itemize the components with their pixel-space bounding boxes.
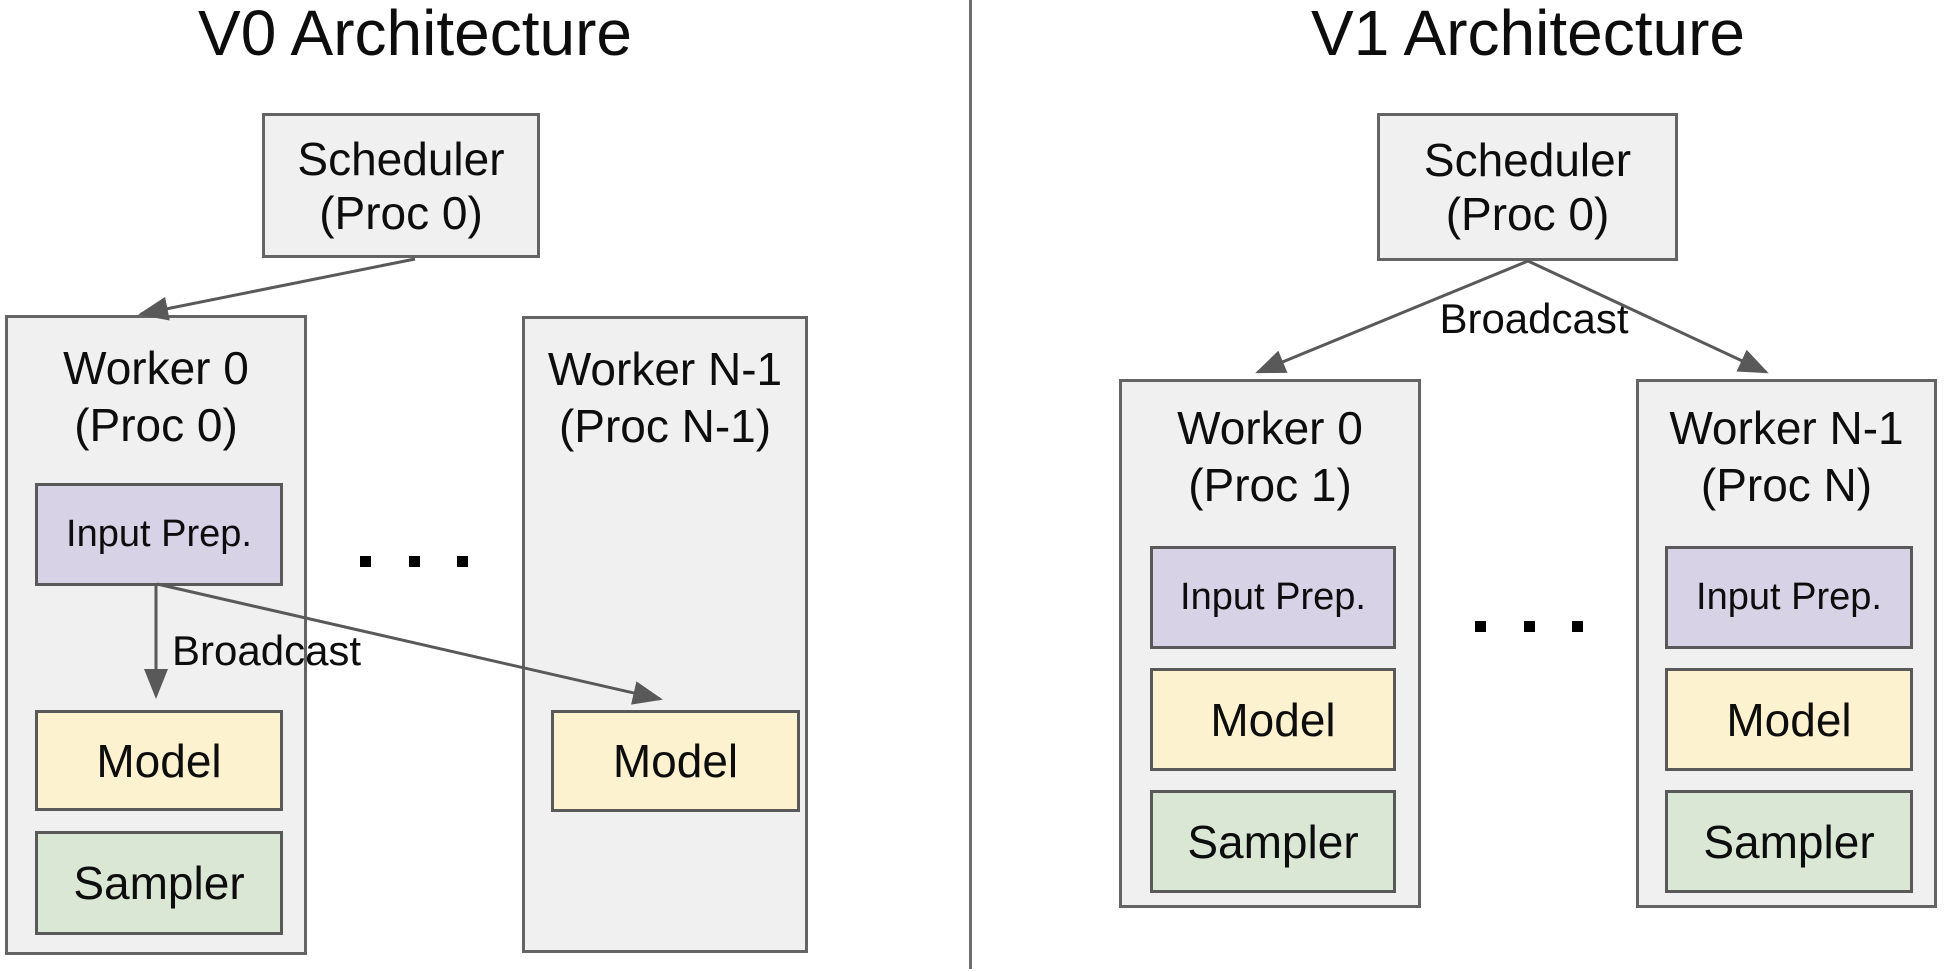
v1-workerN-input-prep-box: Input Prep. — [1665, 546, 1913, 649]
v1-worker0-title: Worker 0 (Proc 1) — [1122, 400, 1418, 514]
v1-worker0-sampler-box: Sampler — [1150, 790, 1396, 893]
v1-worker0-model-box: Model — [1150, 668, 1396, 771]
v1-scheduler-label: Scheduler — [1423, 134, 1632, 186]
v1-worker0-input-prep-box: Input Prep. — [1150, 546, 1396, 649]
v0-scheduler-label: Scheduler — [297, 132, 505, 185]
v0-worker0-model-box: Model — [35, 710, 283, 811]
v1-workerN-model-box: Model — [1665, 668, 1913, 771]
v0-worker0-input-prep-label: Input Prep. — [66, 513, 252, 555]
panel-divider — [969, 0, 972, 969]
v0-worker0-proc: (Proc 0) — [74, 399, 238, 451]
v0-broadcast-label: Broadcast — [172, 627, 362, 674]
v0-title: V0 Architecture — [198, 0, 632, 69]
v1-broadcast-label: Broadcast — [1439, 295, 1629, 342]
v0-arrow-scheduler-to-worker0 — [138, 257, 416, 321]
v0-worker0-sampler-box: Sampler — [35, 831, 283, 935]
dot-icon — [1572, 620, 1583, 632]
v1-workerN-input-prep-label: Input Prep. — [1696, 576, 1882, 618]
v1-worker0-model-label: Model — [1210, 693, 1336, 746]
v1-workerN-sampler-label: Sampler — [1703, 815, 1875, 868]
dot-icon — [457, 555, 468, 567]
v1-ellipsis-icon — [1475, 615, 1583, 637]
v0-workerN-box: Worker N-1 (Proc N-1) Model — [522, 316, 808, 953]
v1-workerN-sampler-box: Sampler — [1665, 790, 1913, 893]
v0-worker0-name: Worker 0 — [63, 342, 249, 394]
v1-workerN-proc: (Proc N) — [1700, 459, 1873, 511]
v1-worker0-input-prep-label: Input Prep. — [1180, 576, 1366, 618]
v0-workerN-name: Worker N-1 — [547, 343, 783, 395]
v1-workerN-box: Worker N-1 (Proc N) Input Prep. Model Sa… — [1636, 379, 1937, 908]
v1-scheduler-box: Scheduler (Proc 0) — [1377, 113, 1678, 261]
v1-workerN-model-label: Model — [1726, 693, 1852, 746]
v0-worker0-sampler-label: Sampler — [73, 857, 245, 909]
v0-workerN-proc: (Proc N-1) — [558, 400, 772, 452]
dot-icon — [360, 555, 371, 567]
v0-workerN-title: Worker N-1 (Proc N-1) — [525, 341, 805, 455]
v0-ellipsis-icon — [360, 550, 468, 572]
v0-scheduler-proc: (Proc 0) — [319, 186, 483, 239]
v1-workerN-title: Worker N-1 (Proc N) — [1639, 400, 1934, 514]
v1-worker0-proc: (Proc 1) — [1188, 459, 1352, 511]
dot-icon — [1475, 620, 1486, 632]
v0-scheduler-box: Scheduler (Proc 0) — [262, 113, 540, 258]
v0-workerN-model-label: Model — [612, 735, 739, 787]
v1-scheduler-proc: (Proc 0) — [1445, 188, 1610, 240]
dot-icon — [408, 555, 420, 567]
v0-worker0-input-prep-box: Input Prep. — [35, 483, 283, 586]
v1-worker0-sampler-label: Sampler — [1187, 815, 1359, 868]
v0-worker0-model-label: Model — [96, 734, 222, 787]
v1-worker0-box: Worker 0 (Proc 1) Input Prep. Model Samp… — [1119, 379, 1421, 908]
dot-icon — [1523, 620, 1535, 632]
v1-title: V1 Architecture — [1311, 0, 1745, 69]
v0-worker0-title: Worker 0 (Proc 0) — [8, 340, 304, 454]
v1-worker0-name: Worker 0 — [1177, 402, 1363, 454]
v1-workerN-name: Worker N-1 — [1669, 402, 1904, 454]
v0-workerN-model-box: Model — [551, 710, 800, 812]
